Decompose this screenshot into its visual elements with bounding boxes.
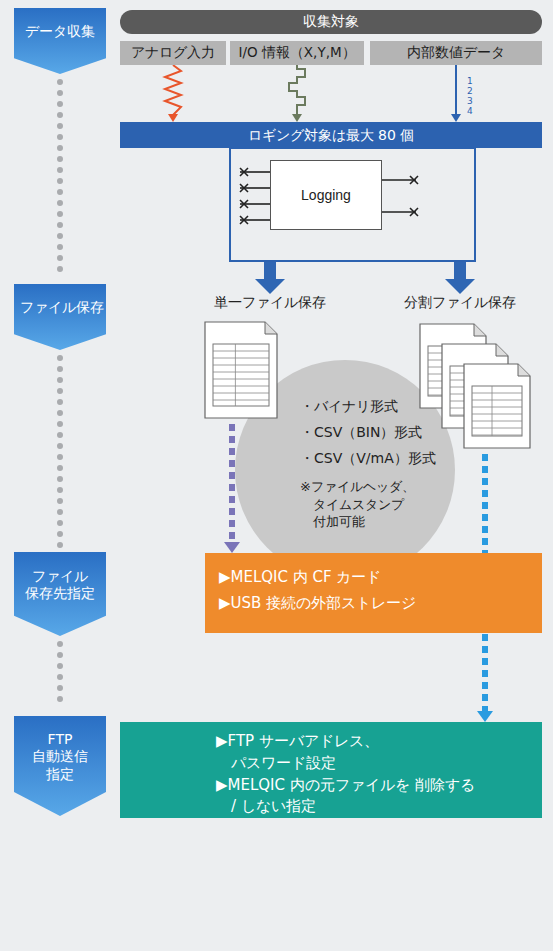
node-text: Logging bbox=[301, 187, 351, 203]
node-text: 収集対象 bbox=[303, 13, 359, 31]
connector bbox=[264, 262, 276, 280]
connector bbox=[455, 65, 457, 115]
connector bbox=[255, 279, 285, 294]
connector bbox=[229, 424, 235, 543]
node-text: I/O 情報（X,Y,M） bbox=[238, 44, 355, 62]
node-text: ・バイナリ形式 bbox=[300, 398, 398, 416]
document-icon bbox=[380, 294, 540, 454]
connector bbox=[165, 65, 181, 115]
connector bbox=[289, 65, 305, 115]
connector bbox=[451, 114, 461, 122]
connector bbox=[57, 358, 63, 546]
step-chevron: データ収集 bbox=[14, 8, 106, 74]
step-chevron: ファイル保存 bbox=[14, 284, 106, 350]
node-text: ▶FTP サーバアドレス、 パスワード設定 bbox=[216, 731, 481, 775]
callout-number: 1 bbox=[467, 76, 473, 86]
connector bbox=[224, 542, 240, 553]
logging-frame bbox=[230, 148, 475, 261]
node-text: ・CSV（V/mA）形式 bbox=[300, 450, 436, 468]
document-icon bbox=[200, 294, 340, 424]
connector bbox=[292, 114, 302, 122]
node-text: ファイル 保存先指定 bbox=[20, 568, 100, 603]
source-box: I/O 情報（X,Y,M） bbox=[230, 41, 364, 65]
node-text: ロギング対象は最大 80 個 bbox=[120, 122, 542, 148]
node-text: アナログ入力 bbox=[131, 44, 215, 62]
source-box: 内部数値データ bbox=[370, 41, 542, 65]
single-file-icon: 単一ファイル保存 bbox=[200, 294, 340, 424]
node-text: ※ファイルヘッダ、 タイムスタンプ 付加可能 bbox=[300, 478, 433, 531]
node-text: 内部数値データ bbox=[407, 44, 505, 62]
connector bbox=[168, 114, 178, 122]
storage-box: ▶MELQIC 内 CF カード▶USB 接続の外部ストレージ bbox=[205, 553, 542, 633]
connector bbox=[57, 644, 63, 710]
node-text: 分割ファイル保存 bbox=[380, 294, 540, 312]
callout-number: 2 bbox=[467, 86, 473, 96]
logging-frame-box: ロギング対象は最大 80 個 Logging bbox=[120, 122, 542, 262]
node-text: ・CSV（BIN）形式 bbox=[300, 424, 422, 442]
ftp-box: ▶FTP サーバアドレス、 パスワード設定▶MELQIC 内の元ファイルを 削除… bbox=[120, 722, 542, 818]
chevron-shape bbox=[14, 8, 106, 74]
node-text: ▶MELQIC 内 CF カード bbox=[219, 564, 528, 590]
callout-number: 3 bbox=[467, 96, 473, 106]
node-text: ファイル保存 bbox=[20, 299, 100, 317]
connector bbox=[445, 279, 475, 294]
step-chevron: ファイル 保存先指定 bbox=[14, 552, 106, 636]
node-text: ▶MELQIC 内の元ファイルを 削除する / しない指定 bbox=[216, 775, 481, 819]
node-text: データ収集 bbox=[20, 23, 100, 41]
logging-box: Logging bbox=[270, 160, 382, 230]
step-chevron: FTP 自動送信 指定 bbox=[14, 716, 106, 816]
callout-number: 4 bbox=[467, 106, 473, 116]
header-bar: 収集対象 bbox=[120, 10, 542, 34]
source-box: アナログ入力 bbox=[120, 41, 226, 65]
connector bbox=[57, 82, 63, 278]
connector bbox=[477, 711, 493, 722]
node-text: ▶USB 接続の外部ストレージ bbox=[219, 590, 528, 616]
split-file-icon: 分割ファイル保存 bbox=[380, 294, 540, 454]
chevron-shape bbox=[14, 284, 106, 350]
node-text: FTP 自動送信 指定 bbox=[20, 731, 100, 784]
node-text: 単一ファイル保存 bbox=[200, 294, 340, 312]
connector bbox=[454, 262, 466, 280]
